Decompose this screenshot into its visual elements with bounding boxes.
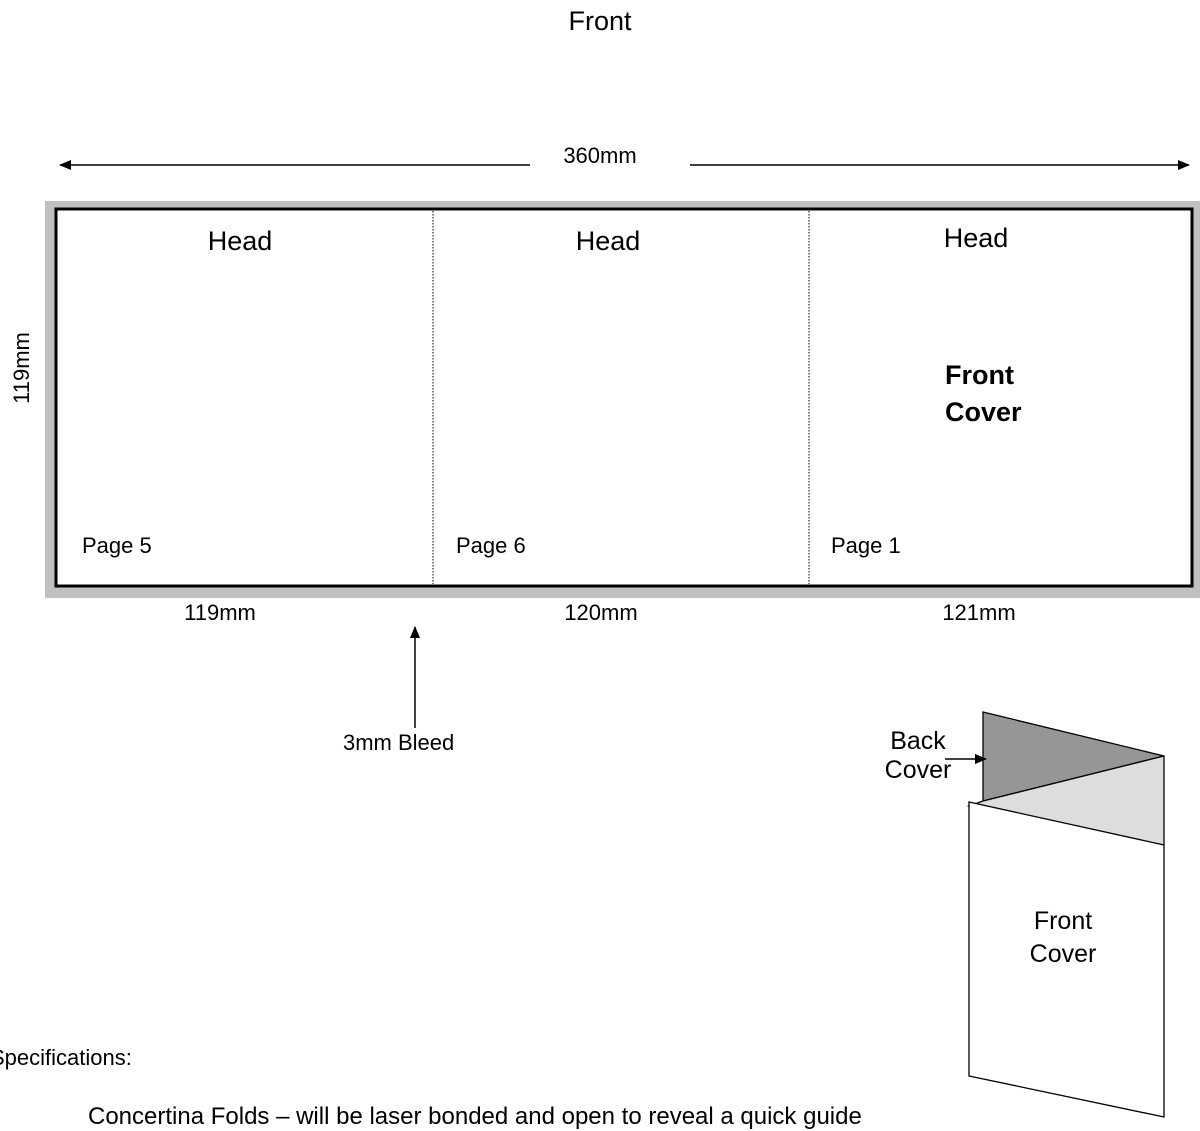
- width-dimension-label: 360mm: [563, 143, 637, 168]
- page-title: Front: [568, 6, 632, 36]
- specifications-text: Concertina Folds – will be laser bonded …: [88, 1103, 862, 1130]
- panel-3-width-label: 121mm: [942, 600, 1016, 625]
- trim-rectangle: [54, 207, 1194, 588]
- panel-1-width-label: 119mm: [184, 600, 256, 625]
- back-cover-line1: Back: [890, 727, 946, 755]
- height-dimension-label: 119mm: [9, 332, 34, 404]
- front-cover-title: Front Cover: [945, 357, 1022, 431]
- front-cover-line2: Cover: [945, 397, 1022, 427]
- back-cover-line2: Cover: [884, 756, 952, 784]
- panel-2-width-label: 120mm: [564, 600, 638, 625]
- panel-1-head-label: Head: [207, 226, 273, 256]
- front-cover-line1: Front: [945, 360, 1014, 390]
- bleed-label: 3mm Bleed: [343, 730, 455, 755]
- panel-1-page-label: Page 5: [82, 533, 152, 558]
- back-cover-label: Back Cover: [868, 727, 968, 785]
- panel-3-head-label: Head: [943, 223, 1009, 253]
- panel-3-page-label: Page 1: [831, 533, 901, 558]
- specifications-heading: Specifications:: [0, 1045, 132, 1070]
- panel-2-head-label: Head: [575, 226, 641, 256]
- fold-illustration: [945, 711, 1165, 1118]
- fold-front-cover-line2: Cover: [1029, 940, 1097, 968]
- fold-front-cover-label: Front Cover: [1013, 905, 1113, 971]
- fold-front-cover-line1: Front: [1033, 907, 1093, 935]
- front-panel: [968, 801, 1165, 1118]
- panel-2-page-label: Page 6: [456, 533, 526, 558]
